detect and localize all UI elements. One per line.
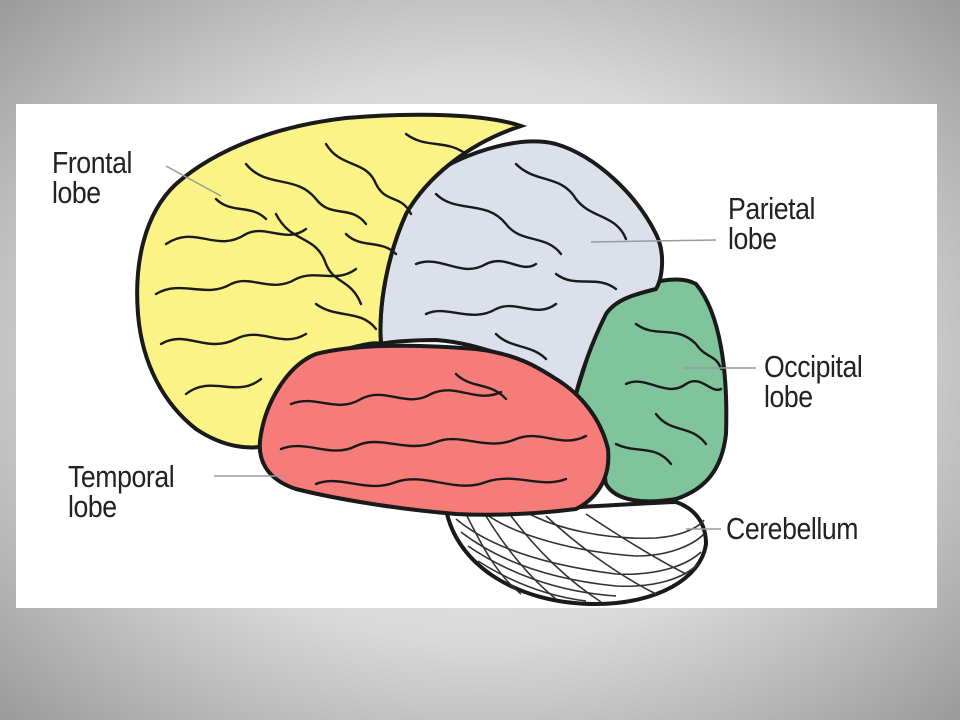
temporal-lobe-label-line2: lobe bbox=[68, 489, 117, 524]
occipital-lobe-label: Occipital lobe bbox=[764, 349, 863, 414]
frontal-lobe-label-line2: lobe bbox=[52, 175, 101, 210]
brain-folds bbox=[154, 132, 723, 488]
leader-lines bbox=[165, 165, 756, 530]
parietal-lobe-label-line1: Parietal bbox=[728, 191, 815, 226]
cerebellum-label: Cerebellum bbox=[726, 511, 859, 546]
frontal-lobe-label-line1: Frontal bbox=[52, 145, 132, 180]
diagram-panel: Frontal lobe Parietal lobe Occipital lob… bbox=[16, 104, 937, 608]
temporal-lobe-shape bbox=[257, 343, 611, 517]
occipital-lobe-label-line1: Occipital bbox=[764, 349, 863, 384]
frontal-lobe-label: Frontal lobe bbox=[52, 145, 132, 210]
cerebellum-folds bbox=[455, 511, 705, 603]
occipital-lobe-label-line2: lobe bbox=[764, 379, 813, 414]
brain-illustration bbox=[135, 112, 756, 607]
parietal-lobe-label: Parietal lobe bbox=[728, 191, 815, 256]
parietal-leader-line bbox=[590, 239, 717, 243]
temporal-lobe-label: Temporal lobe bbox=[68, 459, 175, 524]
temporal-lobe-label-line1: Temporal bbox=[68, 459, 175, 494]
frontal-leader-line bbox=[165, 165, 222, 197]
frontal-lobe-shape bbox=[135, 112, 528, 450]
cerebellum-label-line1: Cerebellum bbox=[726, 511, 859, 546]
cerebellum-region bbox=[443, 499, 709, 607]
parietal-lobe-label-line2: lobe bbox=[728, 221, 777, 256]
